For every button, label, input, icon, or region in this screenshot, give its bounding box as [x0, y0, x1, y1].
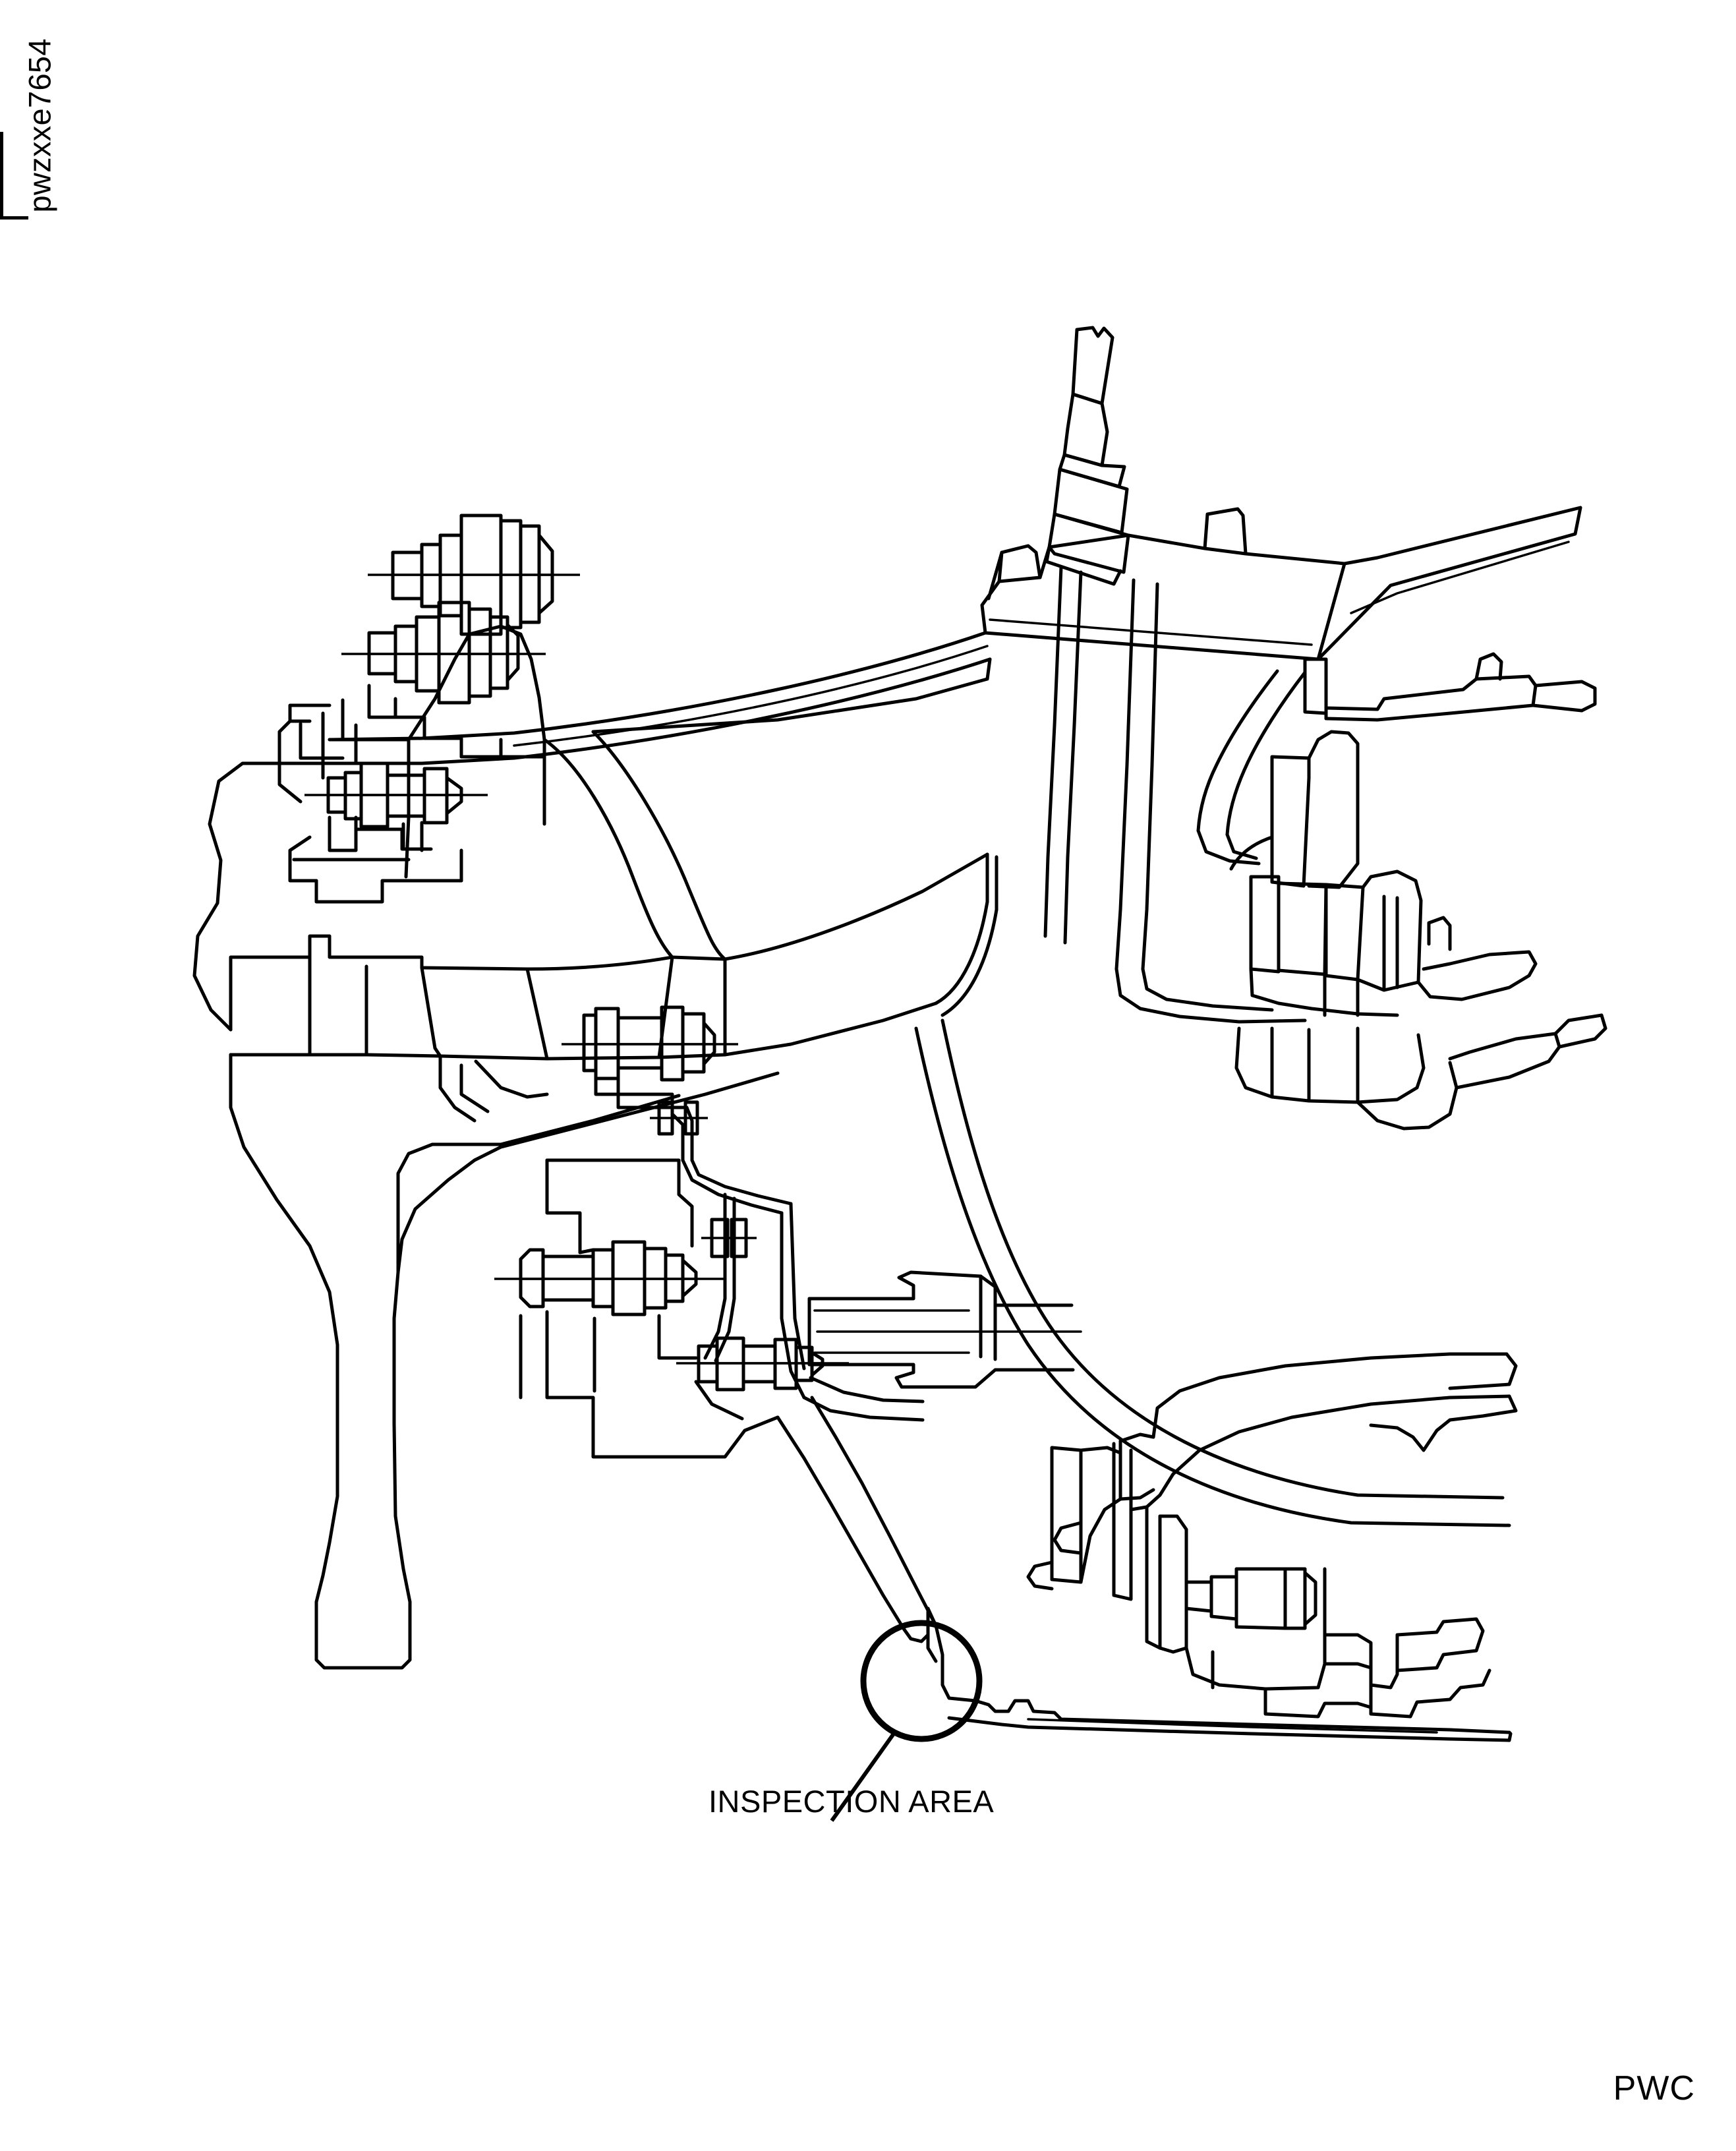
- inspection-area-callout: [830, 1620, 983, 1822]
- figure-id-text: pwzxxe7654: [22, 38, 57, 213]
- left-inner-flange-structure: [277, 684, 546, 904]
- outer-skin-extensions: [1474, 652, 1607, 1049]
- duct-bolt-node-2: [701, 1218, 757, 1258]
- flange-bolt-assembly-1: [192, 514, 580, 1032]
- flange-bolt-assembly-5: [494, 1240, 725, 1316]
- inner-flow-path: [776, 1396, 977, 1703]
- flange-bolt-assembly-3: [304, 761, 488, 829]
- figure-id-corner-bracket: [0, 132, 28, 220]
- inspection-area-leader-line: [830, 1732, 896, 1822]
- inner-casing-bands: [229, 900, 998, 1061]
- diffuser-vane-struts: [420, 657, 998, 971]
- centre-duct-nozzle: [807, 1270, 1082, 1389]
- duct-bolt-node-1: [650, 1100, 708, 1136]
- exit-duct-shroud: [947, 1699, 1513, 1742]
- oem-mark: PWC: [1613, 2069, 1695, 2107]
- figure-id-block: pwzxxe7654: [0, 0, 57, 220]
- turbine-disk-web: [229, 1053, 780, 1670]
- combustor-liner-outer: [914, 1018, 1511, 1527]
- upper-casing-flange: [980, 506, 1582, 661]
- inspection-area-label: INSPECTION AREA: [709, 1784, 995, 1819]
- flange-bolt-assembly-2: [341, 601, 546, 705]
- fuel-nozzle-detail: [1043, 565, 1561, 1131]
- left-mid-support-block: [519, 1158, 780, 1459]
- inspection-area-circle: [860, 1620, 983, 1742]
- turbine-nozzle-detail: [1026, 1352, 1518, 1719]
